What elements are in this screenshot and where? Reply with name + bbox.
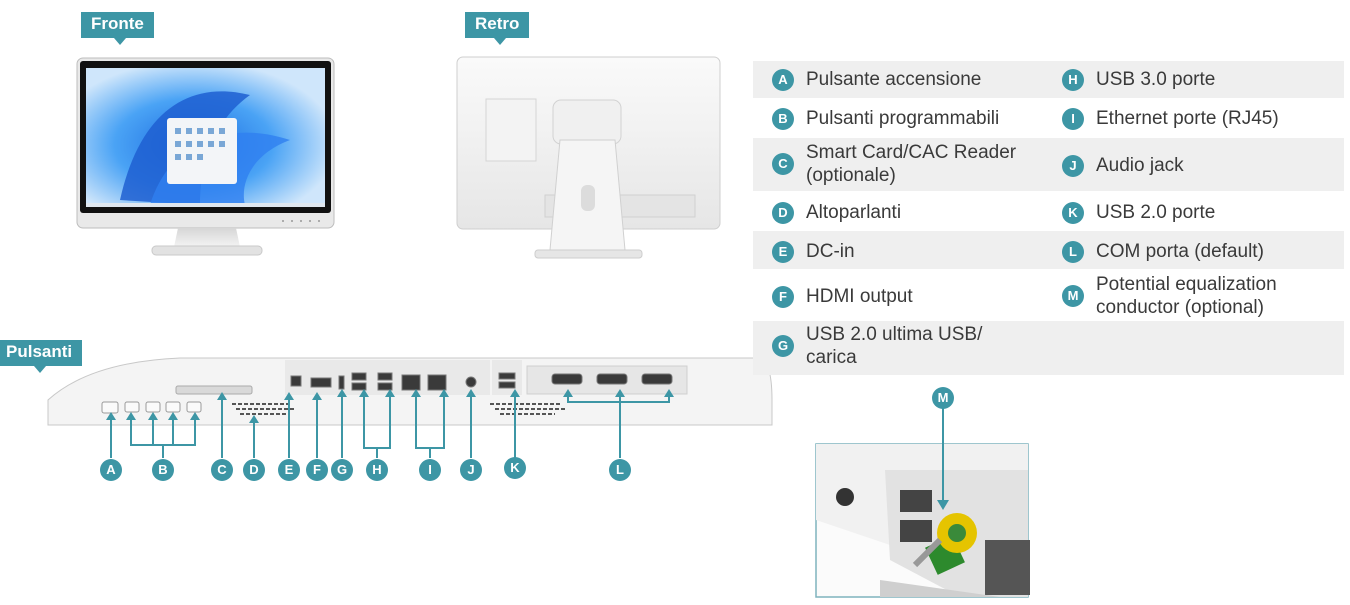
- callout-e: E: [278, 459, 300, 481]
- ports-tag-tail: [34, 366, 46, 373]
- legend-label-b: Pulsanti programmabili: [806, 108, 1000, 129]
- callout-d: D: [243, 459, 265, 481]
- back-section-tag: Retro: [465, 12, 530, 38]
- callout-j: J: [460, 459, 482, 481]
- legend-key-d: D: [772, 201, 794, 224]
- legend-label-l: COM porta (default): [1096, 241, 1264, 262]
- legend-key-a: A: [772, 68, 794, 91]
- legend-key-h: H: [1062, 68, 1084, 91]
- legend-row-3: [753, 138, 1344, 191]
- legend-label-g: USB 2.0 ultima USB/ carica: [806, 324, 983, 368]
- callout-m: M: [932, 387, 954, 409]
- legend-item-i: I Ethernet porte (RJ45): [1062, 107, 1279, 130]
- back-monitor: [456, 56, 721, 259]
- callout-b: B: [152, 459, 174, 481]
- legend-key-g: G: [772, 335, 794, 357]
- legend-label-a: Pulsante accensione: [806, 69, 982, 90]
- front-section-tag: Fronte: [81, 12, 154, 38]
- legend-item-f: F HDMI output: [772, 285, 913, 308]
- callout-k: K: [504, 457, 526, 479]
- callout-h: H: [366, 459, 388, 481]
- legend-label-e: DC-in: [806, 241, 855, 262]
- legend-key-m: M: [1062, 285, 1084, 307]
- ports-section-tag: Pulsanti: [0, 340, 83, 366]
- legend-item-j: J Audio jack: [1062, 154, 1184, 177]
- callout-c: C: [211, 459, 233, 481]
- legend-item-c: C Smart Card/CAC Reader (optionale): [772, 141, 1036, 187]
- legend-label-d: Altoparlanti: [806, 202, 902, 223]
- legend-label-j: Audio jack: [1096, 155, 1184, 176]
- legend-item-a: A Pulsante accensione: [772, 68, 981, 91]
- legend-key-j: J: [1062, 154, 1084, 177]
- legend-label-m: Potential equalization conductor (option…: [1096, 274, 1277, 318]
- legend-item-d: D Altoparlanti: [772, 201, 901, 224]
- callout-g: G: [331, 459, 353, 481]
- legend-key-f: F: [772, 285, 794, 308]
- front-monitor: [76, 57, 335, 256]
- legend-row-1: [753, 61, 1344, 98]
- legend-label-h: USB 3.0 porte: [1096, 69, 1216, 90]
- legend-key-l: L: [1062, 240, 1084, 263]
- legend-item-b: B Pulsanti programmabili: [772, 107, 999, 130]
- legend-item-h: H USB 3.0 porte: [1062, 68, 1215, 91]
- back-tag-tail: [494, 38, 506, 45]
- legend-item-l: L COM porta (default): [1062, 240, 1264, 263]
- callout-f: F: [306, 459, 328, 481]
- legend-label-c: Smart Card/CAC Reader (optionale): [806, 142, 1017, 186]
- legend-label-i: Ethernet porte (RJ45): [1096, 108, 1279, 129]
- legend-item-m: M Potential equalization conductor (opti…: [1062, 273, 1336, 319]
- legend-item-g: G USB 2.0 ultima USB/ carica: [772, 323, 1016, 369]
- legend-item-e: E DC-in: [772, 240, 855, 263]
- legend-key-e: E: [772, 240, 794, 263]
- ground-connector-detail: [815, 408, 1030, 598]
- callout-a: A: [100, 459, 122, 481]
- legend-label-k: USB 2.0 porte: [1096, 202, 1216, 223]
- callout-i: I: [419, 459, 441, 481]
- legend-row-7: [753, 321, 1344, 375]
- legend-label-f: HDMI output: [806, 286, 913, 307]
- legend-key-b: B: [772, 107, 794, 130]
- legend-item-k: K USB 2.0 porte: [1062, 201, 1215, 224]
- legend-key-c: C: [772, 153, 794, 175]
- bottom-port-view: [47, 357, 773, 458]
- front-tag-tail: [114, 38, 126, 45]
- callout-l: L: [609, 459, 631, 481]
- legend-key-k: K: [1062, 201, 1084, 224]
- legend-row-5: [753, 231, 1344, 269]
- legend-key-i: I: [1062, 107, 1084, 130]
